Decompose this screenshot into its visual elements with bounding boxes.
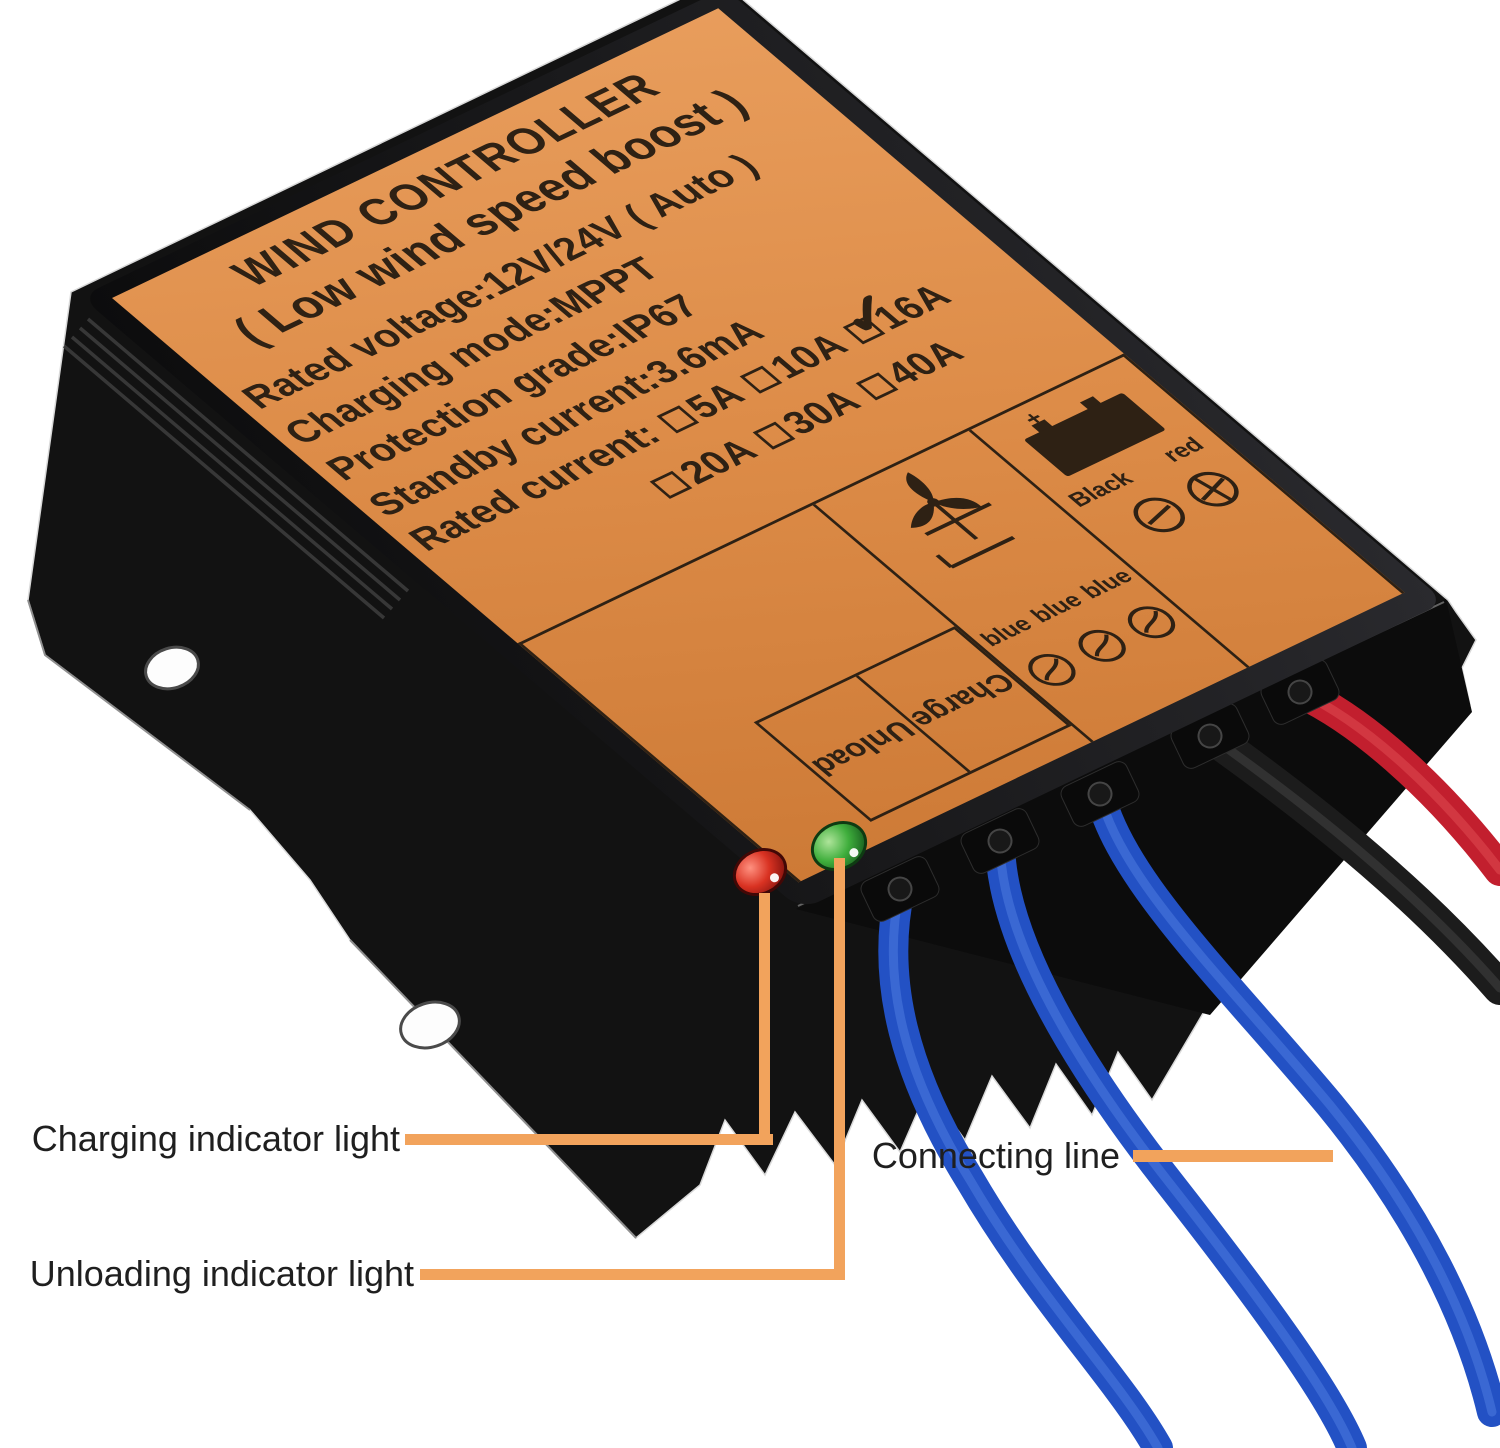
mounting-hole xyxy=(399,1000,461,1050)
mounting-hole xyxy=(144,645,200,691)
wind-turbine-icon xyxy=(905,472,1015,569)
terminal-table: Unload Charge xyxy=(517,353,1405,883)
battery-screw-terminals xyxy=(1118,462,1254,542)
unloading-callout-line xyxy=(834,858,845,1280)
terminal-blocks xyxy=(860,659,1340,922)
screw-terminal-plus-icon xyxy=(1187,471,1239,507)
turbine-screw-terminals xyxy=(1014,597,1189,694)
battery-icon xyxy=(1025,393,1165,477)
red-battery-wire xyxy=(1284,676,1500,886)
connecting-line-caption: Connecting line xyxy=(871,1135,1120,1176)
screw-terminal-icon xyxy=(1127,606,1176,639)
screw-terminal-minus-icon xyxy=(1133,497,1185,533)
unloading-indicator-caption: Unloading indicator light xyxy=(29,1253,414,1294)
checkbox-checked-icon: ✓ xyxy=(818,279,918,348)
charging-callout-line xyxy=(405,1134,773,1145)
flange-edge xyxy=(349,939,637,1239)
charging-callout-line xyxy=(759,893,770,1145)
connecting-callout-line xyxy=(1133,1150,1333,1162)
product-label: WIND CONTROLLER ( Low wind speed boost )… xyxy=(112,8,1405,883)
heatsink-groove-lines xyxy=(62,317,410,620)
screw-terminal-icon xyxy=(1028,653,1076,686)
blue-turbine-wire xyxy=(878,874,1173,1448)
black-battery-wire xyxy=(1193,719,1500,1005)
unloading-callout-line xyxy=(420,1269,845,1280)
blue-turbine-wire xyxy=(985,826,1367,1448)
blue-turbine-wire xyxy=(1085,779,1500,1427)
charging-indicator-caption: Charging indicator light xyxy=(31,1118,400,1159)
turbine-column: blue blue blue xyxy=(812,430,1247,743)
flange-edge xyxy=(27,599,251,811)
screw-terminal-icon xyxy=(1078,630,1126,662)
battery-column: Black red xyxy=(968,356,1403,668)
